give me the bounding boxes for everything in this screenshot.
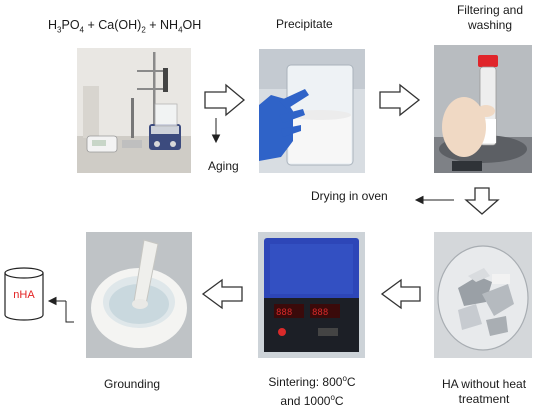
photo-ha-dish [434,232,532,358]
photo-lab-setup [77,48,191,173]
svg-text:888: 888 [312,308,328,318]
sintering-label: Sintering: 800oC and 1000oC [268,374,356,408]
svg-text:888: 888 [276,308,292,318]
arrow-to-ha [464,187,500,215]
product-label: nHA [13,289,35,301]
arrow-to-filtering [379,83,421,117]
grounding-label: Grounding [104,377,161,391]
photo-furnace: 888 888 [258,232,365,358]
photo-centrifuge-tube [434,45,532,173]
photo-precipitate-beaker [259,49,365,173]
filtering-label: Filtering and washing [456,3,524,32]
cylinder-beaker-icon [4,267,44,321]
arrow-to-sintering [380,278,421,310]
drying-label: Drying in oven [311,189,388,203]
arrow-to-grounding [201,278,243,310]
aging-label: Aging [208,159,239,173]
reagents-label: H3PO4 + Ca(OH)2 + NH4OH [48,18,202,35]
photo-mortar-pestle [86,232,192,358]
product-arrow [65,301,74,323]
ha-label: HA without heat treatment [441,377,527,406]
arrow-to-precipitate [204,83,246,117]
precipitate-label: Precipitate [276,17,333,31]
